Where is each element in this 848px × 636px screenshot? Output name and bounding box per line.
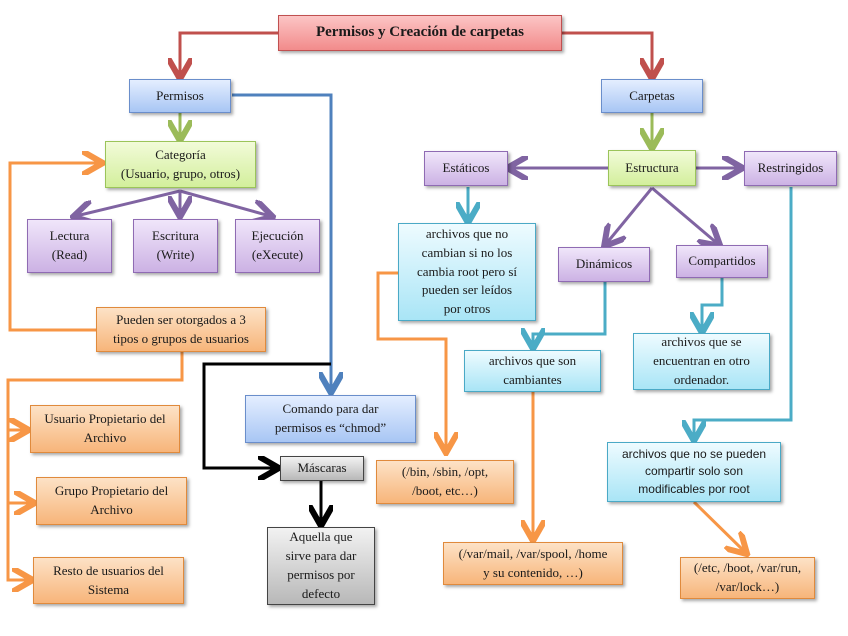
link-otorgados-categoria: [8, 163, 100, 332]
node-text: Compartidos: [688, 253, 756, 269]
node-text: Carpetas: [629, 87, 675, 103]
link-estructura-dinamicos: [606, 187, 654, 244]
node-text: archivos que se encuentran en otro orden…: [653, 334, 750, 387]
node-permisos: Permisos: [129, 79, 231, 113]
node-text: archivos que son cambiantes: [488, 353, 577, 387]
node-categoria: Categoría (Usuario, grupo, otros): [105, 141, 256, 188]
title-node: Permisos y Creación de carpetas: [278, 15, 562, 51]
node-estructura: Estructura: [608, 150, 696, 186]
node-usuario-propietario: Usuario Propietario del Archivo: [30, 405, 180, 453]
node-text: (/etc, /boot, /var/run, /var/lock…): [693, 560, 802, 594]
link-otorgados-users: [6, 350, 184, 580]
node-mascaras-desc: Aquella que sirve para dar permisos por …: [267, 527, 375, 605]
node-text: Restringidos: [757, 160, 824, 176]
node-estaticos-ej: (/bin, /sbin, /opt, /boot, etc…): [376, 460, 514, 504]
node-mascaras: Máscaras: [280, 456, 364, 481]
node-text: Ejecución (eXecute): [251, 228, 304, 262]
node-escritura: Escritura (Write): [133, 219, 218, 273]
node-lectura: Lectura (Read): [27, 219, 112, 273]
node-restringidos-desc: archivos que no se pueden compartir solo…: [607, 442, 781, 502]
node-text: Aquella que sirve para dar permisos por …: [285, 529, 357, 601]
link-estructura-compartidos: [651, 186, 718, 244]
node-estaticos: Estáticos: [424, 151, 508, 186]
node-grupo-propietario: Grupo Propietario del Archivo: [36, 477, 187, 525]
node-text: Grupo Propietario del Archivo: [54, 483, 169, 517]
node-estaticos-desc: archivos que no cambian si no los cambia…: [398, 223, 536, 321]
node-dinamicos: Dinámicos: [558, 247, 650, 282]
node-resto-usuarios: Resto de usuarios del Sistema: [33, 557, 184, 604]
node-text: Lectura (Read): [49, 228, 90, 262]
node-text: Pueden ser otorgados a 3 tipos o grupos …: [113, 311, 249, 346]
node-text: Estáticos: [442, 160, 490, 176]
node-otorgados: Pueden ser otorgados a 3 tipos o grupos …: [96, 307, 266, 352]
node-text: archivos que no cambian si no los cambia…: [417, 225, 517, 317]
node-text: Permisos: [156, 87, 204, 103]
node-text: Escritura (Write): [152, 228, 199, 262]
node-chmod: Comando para dar permisos es “chmod”: [245, 395, 416, 443]
node-text: Usuario Propietario del Archivo: [44, 411, 166, 445]
node-text: archivos que no se pueden compartir solo…: [621, 446, 767, 496]
node-restringidos: Restringidos: [744, 151, 837, 186]
node-compartidos-desc: archivos que se encuentran en otro orden…: [633, 333, 770, 390]
link-restringidos-ej: [692, 500, 745, 552]
title-text: Permisos y Creación de carpetas: [315, 24, 524, 41]
node-text: Máscaras: [297, 460, 347, 476]
link-compartidos-desc: [702, 278, 724, 330]
link-restringidos-desc: [694, 187, 793, 438]
node-text: Estructura: [625, 159, 679, 175]
node-carpetas: Carpetas: [601, 79, 703, 113]
node-text: (/var/mail, /var/spool, /home y su conte…: [458, 545, 608, 580]
link-estaticos-ej: [376, 271, 446, 450]
node-text: Categoría (Usuario, grupo, otros): [120, 146, 241, 181]
node-text: (/bin, /sbin, /opt, /boot, etc…): [401, 464, 489, 498]
link-categoria-ejecucion: [179, 189, 270, 216]
node-compartidos: Compartidos: [676, 245, 768, 278]
node-dinamicos-desc: archivos que son cambiantes: [464, 350, 601, 392]
node-ejecucion: Ejecución (eXecute): [235, 219, 320, 273]
link-permisos-chmod: [232, 93, 331, 390]
node-restringidos-ej: (/etc, /boot, /var/run, /var/lock…): [680, 557, 815, 599]
link-categoria-lectura: [76, 189, 181, 216]
link-title-carpetas: [562, 31, 652, 76]
node-text: Dinámicos: [575, 256, 633, 272]
link-chmod-mascaras: [202, 362, 331, 468]
node-text: Comando para dar permisos es “chmod”: [274, 401, 387, 435]
link-dinamicos-desc: [533, 282, 607, 346]
node-dinamicos-ej: (/var/mail, /var/spool, /home y su conte…: [443, 542, 623, 585]
link-title-permisos: [180, 31, 278, 76]
node-text: Resto de usuarios del Sistema: [53, 562, 164, 597]
